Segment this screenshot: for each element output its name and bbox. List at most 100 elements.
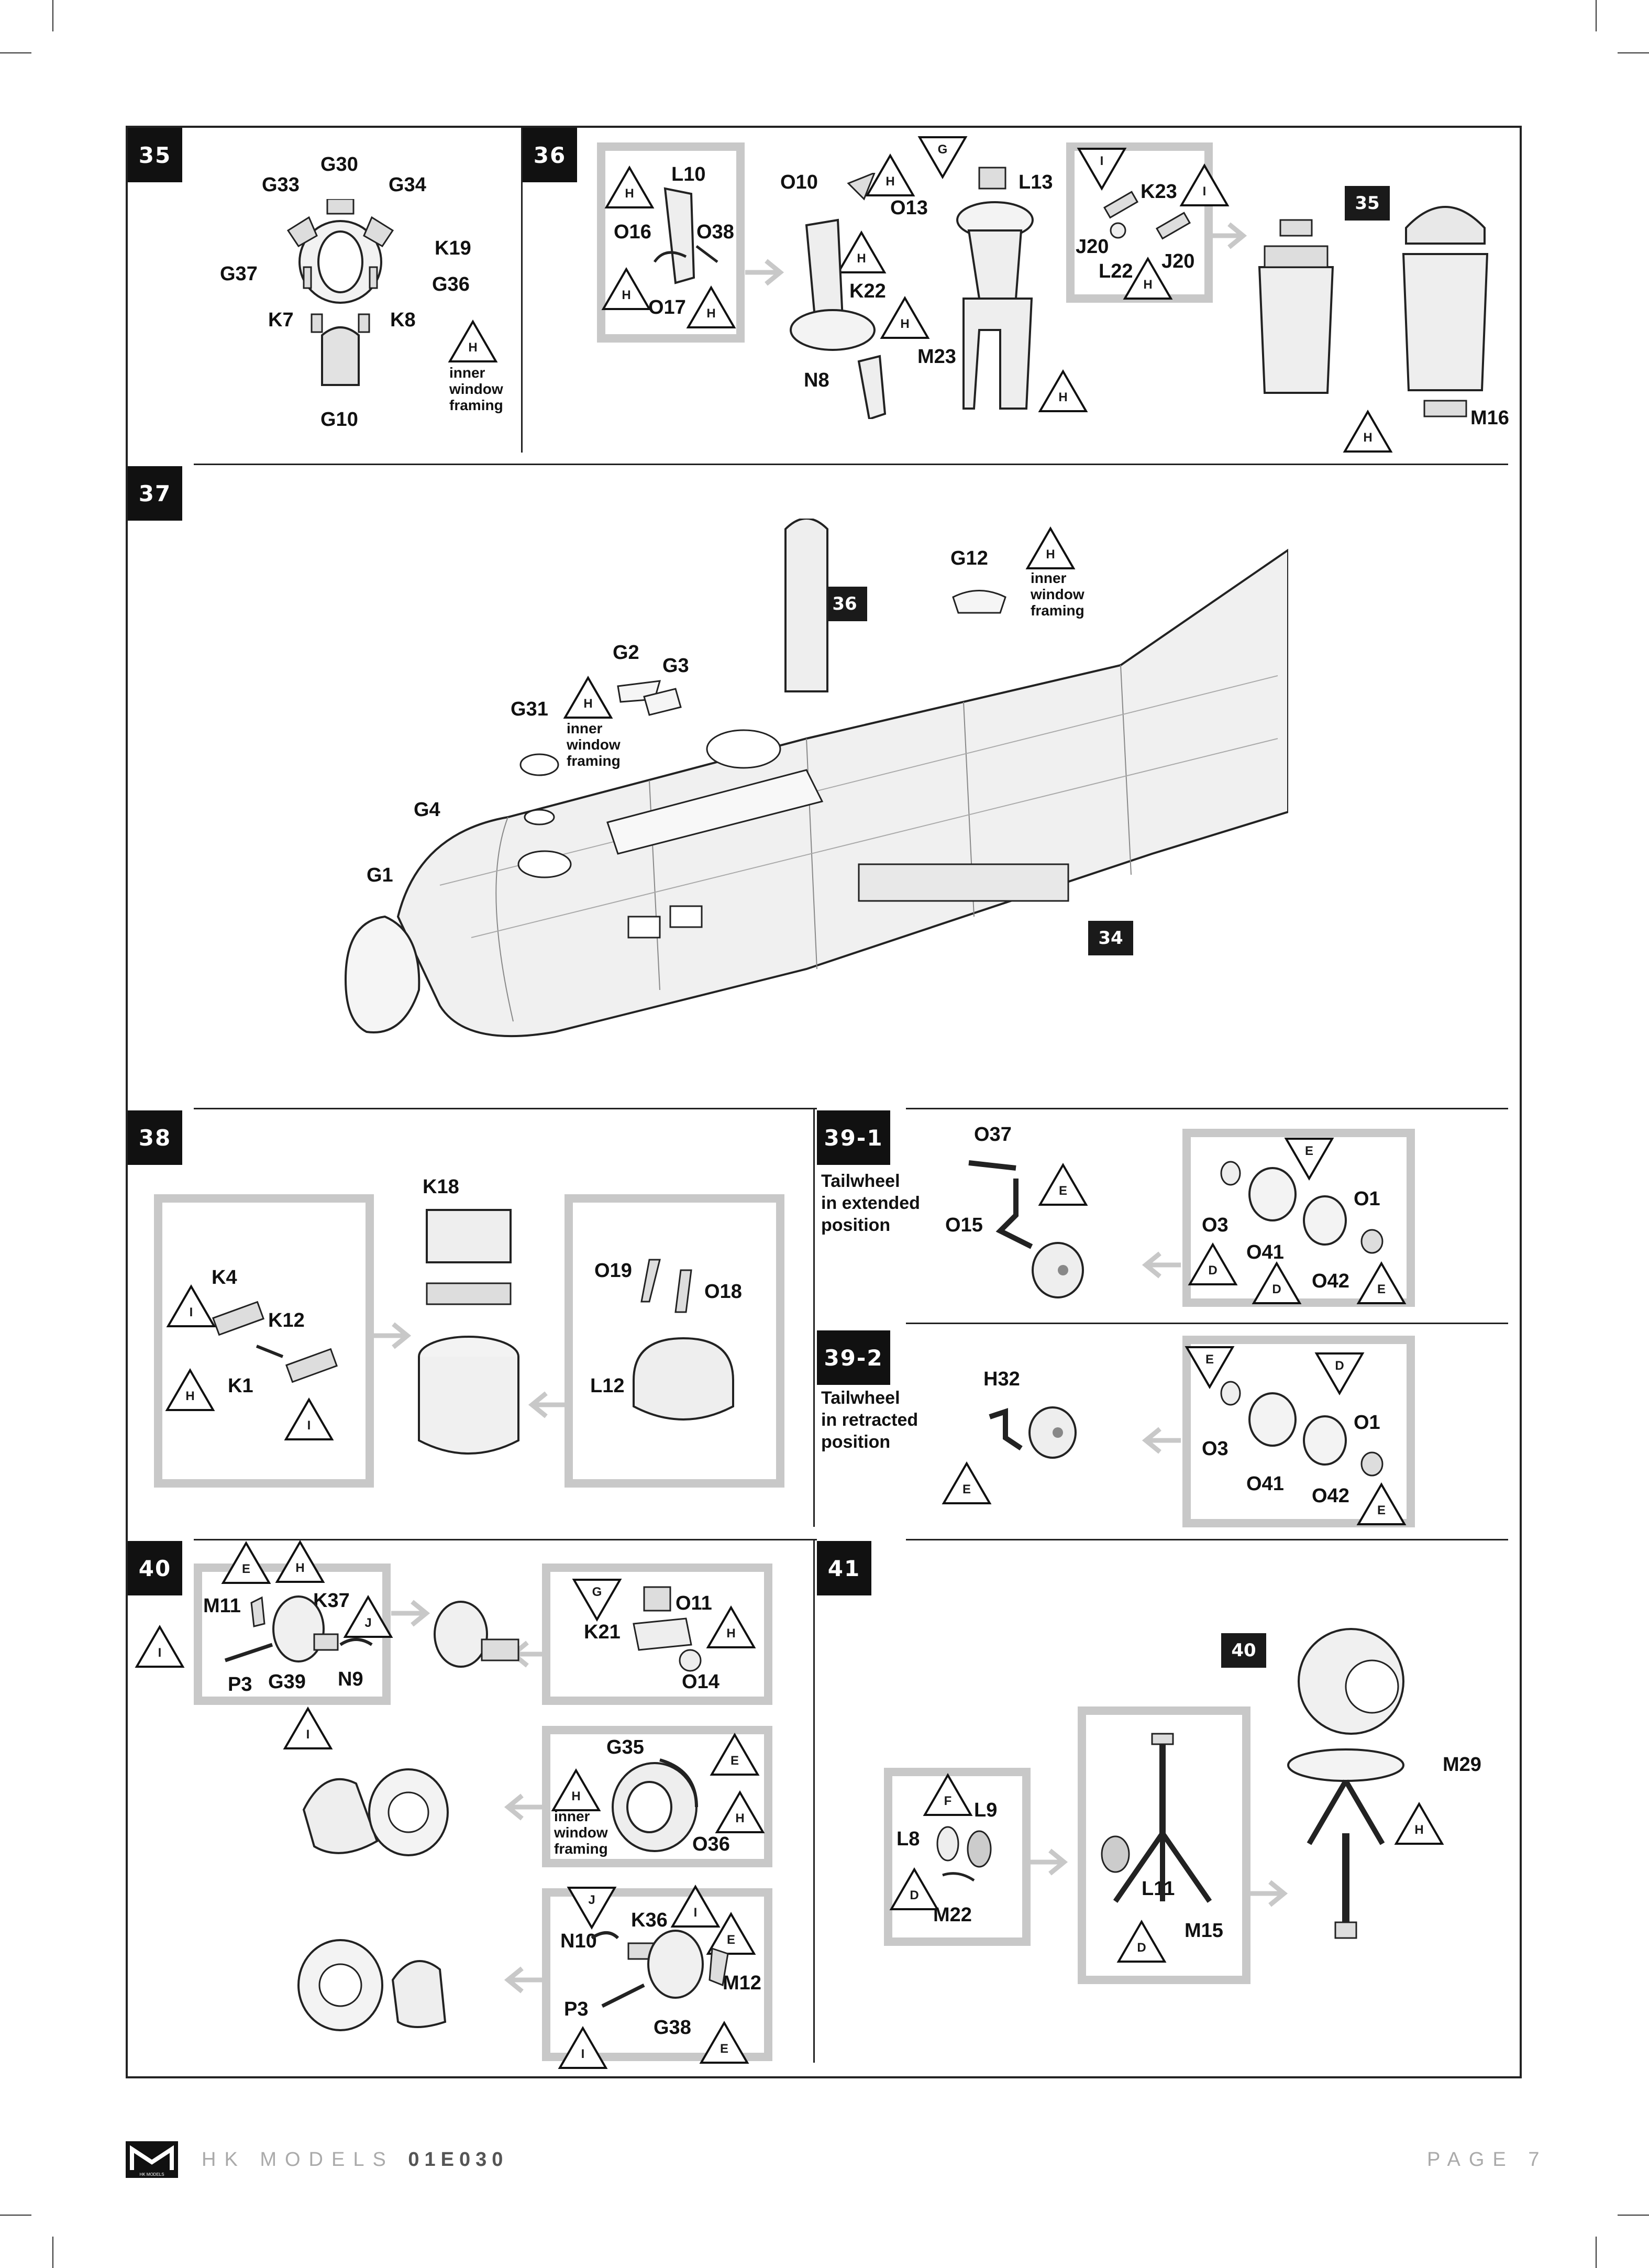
part-label-m12: M12 [723, 1972, 761, 1994]
footer-product-code: 01E030 [408, 2149, 508, 2171]
marker-e: E [1356, 1261, 1407, 1305]
marker-h: H [706, 1605, 756, 1649]
subassembly-box-38a [154, 1194, 374, 1488]
marker-h: H [563, 676, 613, 720]
marker-e: E [1284, 1137, 1334, 1181]
part-label-j20: J20 [1076, 236, 1109, 258]
flow-arrow-right [743, 257, 784, 288]
crop-mark [1596, 2237, 1597, 2268]
turret-shell-drawing [628, 1254, 738, 1443]
ball-turret-half-parts-drawing [220, 1582, 377, 1681]
part-label-g38: G38 [654, 2017, 691, 2039]
turret-assembly-domed-drawing [1393, 191, 1498, 422]
marker-e: E [1185, 1345, 1235, 1389]
marker-e: E [221, 1541, 271, 1585]
part-label-n8: N8 [804, 369, 829, 391]
part-label-l9: L9 [974, 1799, 998, 1821]
wheel-halves-retracted-drawing [1215, 1378, 1393, 1482]
part-label-m11: M11 [203, 1595, 241, 1617]
part-label-o37: O37 [974, 1124, 1012, 1146]
interior-assembly-drawing [785, 173, 943, 419]
flow-arrow-left [504, 1791, 546, 1823]
divider-row3 [194, 1539, 817, 1540]
marker-i: I [284, 1397, 334, 1441]
part-label-g10: G10 [320, 409, 358, 431]
marker-g: G [917, 135, 968, 179]
part-label-k19: K19 [435, 237, 471, 259]
marker-h: H [715, 1790, 765, 1834]
marker-d: D [889, 1867, 939, 1911]
part-label-o42: O42 [1312, 1270, 1349, 1292]
marker-g: G [572, 1578, 622, 1622]
marker-h: H [1038, 369, 1088, 413]
subassembly-box-41a [884, 1768, 1031, 1946]
ball-turret-window-drawing [607, 1749, 702, 1854]
part-label-p3-lower: P3 [564, 1998, 589, 2020]
footer-brand-name: HK MODELS [202, 2149, 394, 2171]
wheel-halves-extended-drawing [1215, 1152, 1393, 1257]
marker-h: H [275, 1540, 325, 1584]
turret-support-frame-drawing [1094, 1728, 1231, 1954]
subassembly-box-40c [542, 1726, 772, 1867]
marker-f: F [923, 1773, 973, 1817]
part-label-g39: G39 [268, 1671, 306, 1693]
part-label-g34: G34 [389, 174, 426, 196]
part-label-o16: O16 [614, 221, 651, 243]
marker-d: D [1252, 1261, 1302, 1305]
marker-i: I [558, 2026, 608, 2070]
crop-mark [0, 52, 31, 53]
marker-d: D [1314, 1351, 1365, 1395]
part-label-o18: O18 [704, 1281, 742, 1303]
part-label-j20-right: J20 [1161, 250, 1195, 272]
crop-mark [1618, 2215, 1649, 2216]
subassembly-box-40b [542, 1564, 772, 1705]
divider-row2b [906, 1108, 1508, 1109]
part-label-l10: L10 [671, 163, 706, 185]
flow-arrow-left [1142, 1249, 1183, 1281]
ref-step-36: 36 [822, 587, 867, 621]
marker-h: H [836, 230, 887, 274]
marker-h: H [1025, 526, 1076, 570]
part-label-g30: G30 [320, 153, 358, 175]
part-label-k18: K18 [423, 1176, 459, 1198]
gun-mount-parts-drawing [628, 1582, 707, 1676]
ammo-parts-drawing [932, 1812, 1000, 1891]
marker-e: E [710, 1733, 760, 1777]
part-label-g12: G12 [950, 547, 988, 569]
part-label-h32: H32 [983, 1368, 1020, 1390]
part-label-k21: K21 [584, 1621, 621, 1643]
divider-35-36 [521, 128, 523, 453]
flow-arrow-left [528, 1389, 570, 1421]
part-label-n9: N9 [338, 1668, 363, 1690]
ref-step-40: 40 [1221, 1633, 1266, 1668]
part-label-n10: N10 [560, 1930, 597, 1952]
marker-h: H [1343, 410, 1393, 454]
part-label-o1: O1 [1354, 1412, 1380, 1434]
flow-arrow-right [389, 1598, 430, 1629]
ball-turret-halves-drawing-2 [293, 1928, 450, 2043]
flow-arrow-right [1246, 1878, 1288, 1909]
part-label-o38: O38 [696, 221, 734, 243]
tailwheel-retracted-drawing [984, 1396, 1079, 1464]
marker-d: D [1116, 1920, 1167, 1964]
part-label-o1: O1 [1354, 1188, 1380, 1210]
crop-mark [0, 2215, 31, 2216]
marker-h: H [865, 153, 915, 197]
subassembly-box-36a [597, 142, 745, 343]
crop-mark [1596, 0, 1597, 31]
marker-h: H [1123, 257, 1173, 301]
marker-h: H [601, 267, 651, 311]
marker-h: H [1394, 1802, 1444, 1846]
step-badge-40: 40 [128, 1541, 182, 1595]
part-label-g33: G33 [262, 174, 300, 196]
marker-h: H [880, 296, 930, 340]
part-label-o3: O3 [1202, 1214, 1229, 1236]
footer-brand: HK MODELS 01E030 [202, 2149, 508, 2171]
part-label-m22: M22 [933, 1904, 972, 1926]
divider-row2 [194, 1108, 817, 1109]
marker-e: E [1356, 1482, 1407, 1526]
part-label-m15: M15 [1185, 1920, 1223, 1942]
